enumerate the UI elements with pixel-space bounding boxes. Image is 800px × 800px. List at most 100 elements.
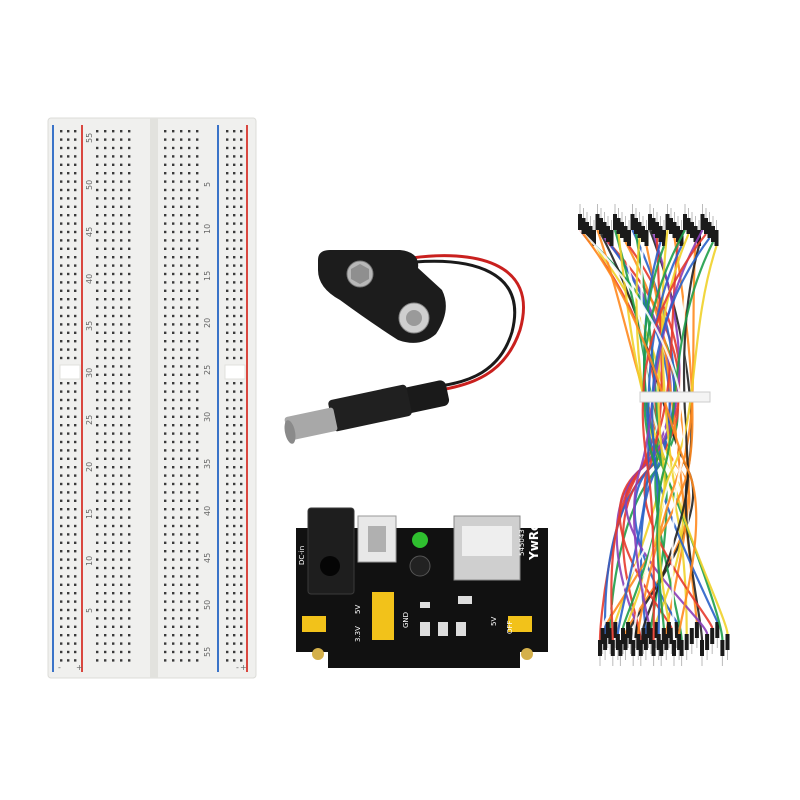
breadboard-hole <box>128 298 131 301</box>
breadboard-hole <box>60 356 63 360</box>
breadboard-hole <box>96 575 99 578</box>
breadboard-hole <box>226 524 229 528</box>
breadboard-hole <box>67 474 70 477</box>
breadboard-hole <box>112 608 115 612</box>
breadboard-hole <box>128 155 131 158</box>
breadboard-hole <box>196 432 199 435</box>
breadboard-hole <box>226 314 229 318</box>
breadboard-hole <box>226 163 229 166</box>
breadboard-hole <box>196 356 199 360</box>
breadboard-hole <box>196 163 199 166</box>
breadboard-hole <box>188 163 191 166</box>
breadboard-hole <box>233 172 236 175</box>
breadboard-hole <box>112 566 115 570</box>
breadboard-hole <box>226 281 229 284</box>
row-number-left: 20 <box>85 462 94 472</box>
breadboard-hole <box>226 398 229 402</box>
breadboard-hole <box>180 222 183 225</box>
breadboard-hole <box>120 634 123 637</box>
breadboard-hole <box>226 264 229 267</box>
breadboard-hole <box>196 642 199 645</box>
breadboard-hole <box>67 550 70 553</box>
breadboard-hole <box>128 575 131 578</box>
breadboard-hole <box>180 550 183 553</box>
breadboard-hole <box>128 247 131 250</box>
breadboard-hole <box>233 163 236 166</box>
pcb-33v-label: 3.3V <box>354 626 362 642</box>
jumper-connector <box>672 640 676 656</box>
breadboard-hole <box>188 457 191 460</box>
breadboard-hole <box>104 432 107 435</box>
breadboard-hole <box>96 524 99 528</box>
breadboard-hole <box>172 188 175 192</box>
breadboard-hole <box>172 592 175 595</box>
breadboard-hole <box>180 583 183 586</box>
breadboard-hole <box>196 298 199 301</box>
breadboard-hole <box>60 407 63 410</box>
breadboard-hole <box>164 222 167 225</box>
breadboard-hole <box>104 550 107 553</box>
breadboard-hole <box>120 466 123 469</box>
breadboard-hole <box>180 172 183 175</box>
breadboard-hole <box>240 272 243 276</box>
breadboard-hole <box>60 575 63 578</box>
breadboard-hole <box>67 659 70 662</box>
breadboard-hole <box>60 474 63 477</box>
breadboard-hole <box>74 424 77 427</box>
breadboard-hole <box>172 432 175 435</box>
breadboard-hole <box>128 239 131 242</box>
breadboard-hole <box>226 558 229 561</box>
breadboard-hole <box>233 214 236 217</box>
breadboard-hole <box>96 180 99 183</box>
jumper-wire <box>656 241 714 629</box>
breadboard-hole <box>180 482 183 486</box>
breadboard-hole <box>128 314 131 318</box>
breadboard-hole <box>164 398 167 402</box>
breadboard-hole <box>120 382 123 385</box>
breadboard-hole <box>112 583 115 586</box>
breadboard-hole <box>120 340 123 343</box>
breadboard-hole <box>112 298 115 301</box>
jumper-connector <box>643 634 648 650</box>
breadboard-hole <box>120 625 123 628</box>
jumper-connector <box>633 622 638 638</box>
breadboard-hole <box>112 331 115 334</box>
breadboard-hole <box>120 449 123 452</box>
breadboard-hole <box>196 558 199 561</box>
breadboard-hole <box>67 214 70 217</box>
breadboard-hole <box>120 281 123 284</box>
breadboard-hole <box>188 172 191 175</box>
breadboard-hole <box>112 449 115 452</box>
breadboard-hole <box>67 230 70 234</box>
breadboard-hole <box>172 650 175 654</box>
jumper-connector <box>618 640 623 656</box>
breadboard-hole <box>180 457 183 460</box>
breadboard-hole <box>172 566 175 570</box>
breadboard-hole <box>74 566 77 570</box>
breadboard-hole <box>188 432 191 435</box>
breadboard-hole <box>120 188 123 192</box>
breadboard-hole <box>60 592 63 595</box>
breadboard-hole <box>112 306 115 309</box>
breadboard-hole <box>96 272 99 276</box>
breadboard-hole <box>104 348 107 351</box>
breadboard-hole <box>180 256 183 259</box>
breadboard-hole <box>188 256 191 259</box>
jumper-connector <box>585 222 589 238</box>
jumper-connector <box>648 214 652 230</box>
breadboard-hole <box>172 306 175 309</box>
breadboard-hole <box>188 474 191 477</box>
breadboard-hole <box>196 247 199 250</box>
breadboard-hole <box>188 314 191 318</box>
breadboard-hole <box>128 348 131 351</box>
breadboard-hole <box>96 659 99 662</box>
breadboard-hole <box>164 592 167 595</box>
breadboard-hole <box>188 390 191 393</box>
breadboard-hole <box>188 533 191 536</box>
plug-tip-end <box>284 420 296 444</box>
breadboard-hole <box>96 289 99 292</box>
breadboard-hole <box>67 356 70 360</box>
breadboard-hole <box>96 625 99 628</box>
breadboard-hole <box>233 264 236 267</box>
jumper-connector <box>690 222 694 238</box>
